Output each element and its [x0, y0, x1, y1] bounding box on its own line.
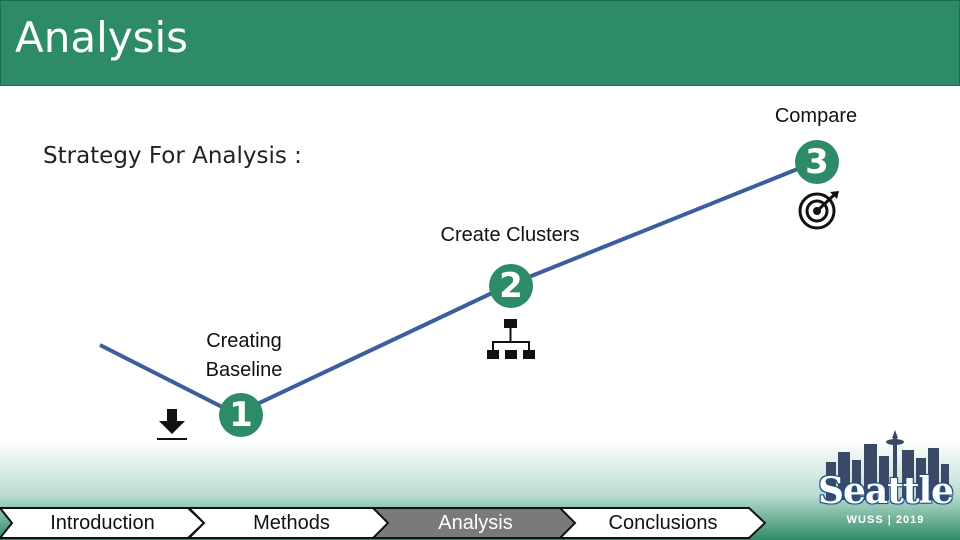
skyline-icon: [826, 430, 949, 500]
nav-item-label: Introduction: [50, 511, 155, 534]
target-icon: [798, 191, 839, 230]
title-bar: Analysis: [0, 0, 960, 86]
download-icon: [157, 409, 187, 441]
section-nav: Introduction Methods Analysis Conclusion…: [0, 507, 770, 540]
logo-subtitle: WUSS | 2019: [846, 514, 925, 526]
nav-item-methods[interactable]: Methods: [189, 507, 394, 539]
nav-chevron-shape: [0, 507, 205, 539]
nav-item-conclusions[interactable]: Conclusions: [560, 507, 766, 539]
step-3-badge: 3: [795, 140, 839, 184]
step-1-label: Creating Baseline: [196, 327, 292, 385]
slide-subtitle: Strategy For Analysis :: [43, 143, 302, 169]
step-3-label: Compare: [774, 105, 858, 127]
progress-path-line: [99, 160, 816, 417]
nav-item-analysis[interactable]: Analysis: [373, 507, 578, 539]
nav-item-label: Methods: [253, 511, 330, 534]
hierarchy-icon: [487, 319, 535, 359]
nav-item-introduction[interactable]: Introduction: [0, 507, 205, 539]
nav-chevron-shape: [560, 507, 766, 539]
step-2-label: Create Clusters: [440, 224, 580, 246]
nav-item-label: Analysis: [438, 511, 513, 534]
step-1-label-line2: Baseline: [205, 359, 283, 381]
nav-item-label: Conclusions: [608, 511, 718, 534]
page-title: Analysis: [15, 13, 189, 62]
step-2-badge: 2: [489, 264, 533, 308]
step-1-badge: 1: [219, 393, 263, 437]
wuss-seattle-logo: Seattle WUSS | 2019: [818, 430, 954, 535]
step-1-label-line1: Creating: [206, 330, 282, 352]
logo-word: Seattle: [818, 470, 954, 512]
